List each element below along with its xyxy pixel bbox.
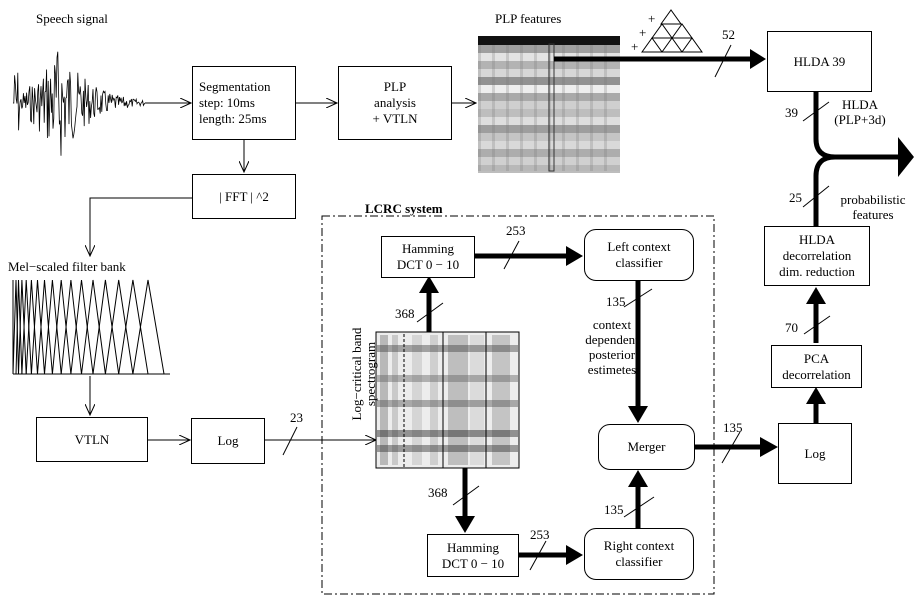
segmentation-box: Segmentation step: 10ms length: 25ms <box>192 66 296 140</box>
arrow-pca-to-hlda <box>806 287 826 304</box>
hlda-reduction-line1: HLDA <box>798 232 836 247</box>
speech-waveform <box>12 51 146 156</box>
hamming-bottom-line1: Hamming <box>447 539 499 555</box>
merger-box: Merger <box>598 424 695 470</box>
vtln-label: VTLN <box>74 431 110 447</box>
log-right-label: Log <box>804 445 826 461</box>
segmentation-line2: step: 10ms <box>199 95 255 110</box>
context-dependent-label: context dependent posterior estimetes <box>580 317 644 377</box>
arrow-spec-to-hamming-bottom <box>455 516 475 533</box>
dim-368-bottom: 368 <box>428 485 448 500</box>
spectrogram-label-line2: spectrogram <box>363 341 378 407</box>
pca-box: PCA decorrelation <box>771 345 862 388</box>
hlda-reduction-line2: decorrelation <box>782 248 852 263</box>
lcrc-system-label: LCRC system <box>365 201 443 216</box>
arrow-hamming-to-left-classifier <box>566 246 583 266</box>
dim-52: 52 <box>722 27 735 42</box>
hamming-bottom-line2: DCT 0 − 10 <box>441 555 505 571</box>
plus-sign-1: + <box>648 11 656 26</box>
hamming-top-line1: Hamming <box>402 241 454 256</box>
prob-line1: probabilistic <box>840 192 906 207</box>
plp-features-label: PLP features <box>495 11 562 26</box>
segmentation-line3: length: 25ms <box>199 111 267 126</box>
dim-253-bottom: 253 <box>530 527 550 542</box>
hamming-bottom-box: Hamming DCT 0 − 10 <box>427 534 519 577</box>
output-arrowhead <box>898 137 914 177</box>
hamming-top-line2: DCT 0 − 10 <box>396 257 460 272</box>
context-line2: dependent <box>585 332 639 347</box>
dim-23: 23 <box>290 410 303 425</box>
arrow-merger-to-log <box>760 437 778 457</box>
left-classifier-line1: Left context <box>607 239 671 254</box>
plp-analysis-line1: PLP <box>383 79 407 94</box>
context-line4: estimetes <box>587 362 637 377</box>
arrow-left-to-merger <box>628 406 648 423</box>
fft-box: | FFT | ^2 <box>192 174 296 219</box>
dim-25: 25 <box>789 190 802 205</box>
merger-label: Merger <box>627 439 666 454</box>
log-left-box: Log <box>191 418 265 464</box>
hamming-top-box: Hamming DCT 0 − 10 <box>381 236 475 278</box>
arrow-spec-to-hamming-top <box>419 276 439 293</box>
dim-135-merger-out: 135 <box>723 420 743 435</box>
lcrc-system-frame <box>321 215 715 595</box>
tick-23 <box>282 426 298 456</box>
context-line1: context <box>592 317 632 332</box>
mel-filter-bank-plot <box>12 279 170 375</box>
plp-feature-image <box>478 36 620 173</box>
log-left-label: Log <box>217 433 239 448</box>
arrow-log-to-pca <box>806 387 826 404</box>
arrow-hlda-reduction-output <box>813 154 836 226</box>
dim-39: 39 <box>785 105 798 120</box>
hlda-reduction-line3: dim. reduction <box>779 264 855 279</box>
plp-analysis-line2: analysis <box>374 95 416 110</box>
plus-sign-3: + <box>631 39 639 54</box>
hlda-plp-label: HLDA (PLP+3d) <box>825 97 895 127</box>
left-classifier-line2: classifier <box>615 255 663 270</box>
prob-line2: features <box>852 207 894 222</box>
triangle-stack <box>641 9 703 53</box>
plp-analysis-line3: + VTLN <box>372 111 418 126</box>
hlda39-box: HLDA 39 <box>767 31 872 92</box>
right-classifier-line1: Right context <box>603 538 675 553</box>
fft-label: | FFT | ^2 <box>219 188 269 204</box>
dim-135-left: 135 <box>606 294 626 309</box>
left-context-classifier-box: Left context classifier <box>584 229 694 281</box>
hlda39-label: HLDA 39 <box>793 53 846 69</box>
context-line3: posterior <box>588 347 636 362</box>
log-critical-band-spectrogram <box>375 331 520 469</box>
plp-analysis-box: PLP analysis + VTLN <box>338 66 452 140</box>
dim-70: 70 <box>785 320 798 335</box>
dim-253-top: 253 <box>506 223 526 238</box>
plus-sign-2: + <box>639 25 647 40</box>
hlda-side-line1: HLDA <box>841 97 879 112</box>
mel-filter-bank-label: Mel−scaled filter bank <box>8 259 126 274</box>
spectrogram-label: Log−critical band spectrogram <box>349 304 378 444</box>
right-context-classifier-box: Right context classifier <box>584 528 694 580</box>
log-right-box: Log <box>778 423 852 484</box>
segmentation-line1: Segmentation <box>199 79 271 94</box>
arrow-right-to-merger <box>628 470 648 487</box>
pca-line1: PCA <box>803 350 830 366</box>
hlda-side-line2: (PLP+3d) <box>834 112 886 127</box>
right-classifier-line2: classifier <box>615 554 663 569</box>
dim-135-merger-in: 135 <box>604 502 624 517</box>
vtln-box: VTLN <box>36 417 148 462</box>
dim-368-top: 368 <box>395 306 415 321</box>
pca-line2: decorrelation <box>782 366 851 382</box>
probabilistic-features-label: probabilistic features <box>833 192 913 222</box>
hlda-reduction-box: HLDA decorrelation dim. reduction <box>764 226 870 286</box>
spectrogram-label-line1: Log−critical band <box>349 327 364 421</box>
arrow-hamming-to-right-classifier <box>566 545 583 565</box>
speech-signal-label: Speech signal <box>36 11 108 26</box>
arrow-fft-to-melbank <box>90 197 192 256</box>
